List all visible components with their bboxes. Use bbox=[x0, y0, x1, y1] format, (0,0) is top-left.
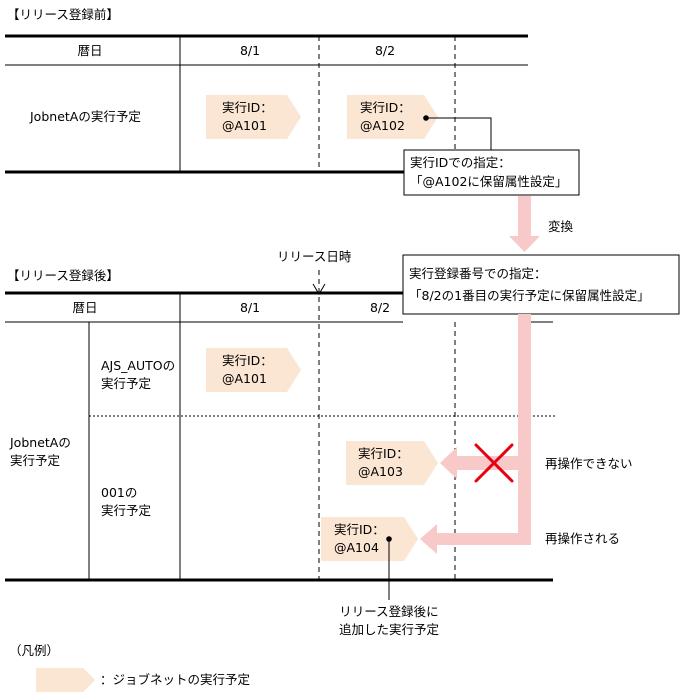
before-col-day1: 8/1 bbox=[239, 43, 261, 58]
schedule-a101-after-line2: @A101 bbox=[222, 371, 267, 386]
reoperate-arrow-flow bbox=[420, 314, 531, 554]
schedule-shape-a101-after bbox=[206, 348, 301, 392]
schedule-shape-a101-before bbox=[206, 95, 301, 139]
callout-after-line2: 「8/2の1番目の実行予定に保留属性設定」 bbox=[409, 288, 650, 303]
conversion-label: 変換 bbox=[548, 219, 574, 234]
callout-before-line2: 「@A102に保留属性設定」 bbox=[410, 174, 568, 189]
callout-after-line1: 実行登録番号での指定： bbox=[409, 266, 547, 281]
schedule-a101-before-line1: 実行ID： bbox=[222, 100, 273, 115]
sub-row1-label: AJS_AUTOの 実行予定 bbox=[101, 358, 176, 391]
schedule-a101-after-line1: 実行ID： bbox=[222, 353, 273, 368]
legend-schedule-shape bbox=[36, 668, 95, 692]
connector-line-a102 bbox=[426, 117, 492, 150]
added-schedule-note: リリース登録後に 追加した実行予定 bbox=[338, 604, 439, 637]
schedule-a103-line2: @A103 bbox=[358, 464, 403, 479]
schedule-a102-before-line2: @A102 bbox=[360, 118, 405, 133]
callout-box-after bbox=[402, 254, 680, 315]
callout-before-line1: 実行IDでの指定： bbox=[410, 155, 511, 170]
legend-item-label: ：ジョブネットの実行予定 bbox=[100, 672, 251, 687]
sub-row2-label: 001の 実行予定 bbox=[101, 485, 152, 518]
schedule-a102-before-line1: 実行ID： bbox=[360, 100, 411, 115]
schedule-a101-before-line2: @A101 bbox=[222, 118, 267, 133]
callout-box-before bbox=[403, 149, 580, 196]
cannot-reoperate-label: 再操作できない bbox=[545, 456, 633, 471]
release-time-marker bbox=[312, 283, 326, 295]
legend-title: （凡例） bbox=[9, 643, 60, 658]
after-col-day1: 8/1 bbox=[239, 300, 261, 315]
schedule-shape-a102-before bbox=[347, 95, 438, 139]
before-row-label: JobnetAの実行予定 bbox=[30, 109, 141, 124]
before-col-header: 暦日 bbox=[77, 43, 103, 58]
before-col-day2: 8/2 bbox=[374, 43, 396, 58]
schedule-a104-line2: @A104 bbox=[334, 540, 379, 555]
after-heading: 【リリース登録後】 bbox=[7, 268, 119, 283]
schedule-shape-a103 bbox=[346, 441, 438, 485]
row-group-label: JobnetAの 実行予定 bbox=[10, 435, 71, 468]
schedule-a104-line1: 実行ID： bbox=[334, 522, 385, 537]
schedule-a103-line1: 実行ID： bbox=[358, 446, 409, 461]
cannot-reoperate-cross-icon bbox=[474, 443, 514, 483]
after-col-header: 暦日 bbox=[72, 300, 98, 315]
conversion-arrow bbox=[509, 196, 540, 252]
before-heading: 【リリース登録前】 bbox=[7, 7, 119, 22]
release-time-label: リリース日時 bbox=[277, 249, 352, 264]
reoperated-label: 再操作される bbox=[545, 531, 621, 546]
schedule-shape-a104 bbox=[321, 517, 418, 561]
after-col-day2: 8/2 bbox=[369, 300, 391, 315]
